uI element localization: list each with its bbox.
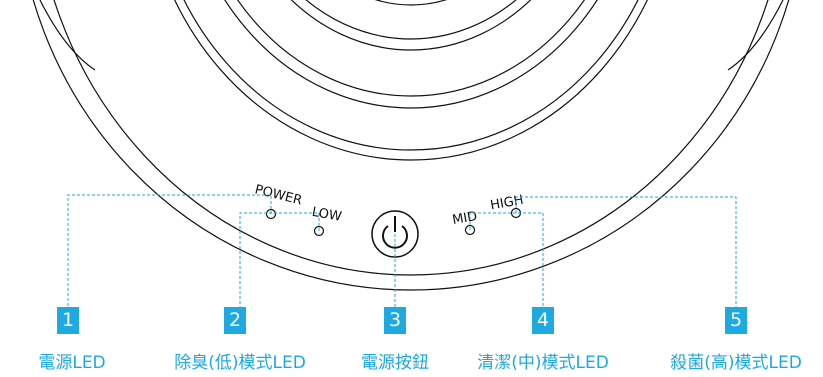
mid-label: MID xyxy=(451,209,478,228)
callout-number-1: 1 xyxy=(57,307,79,334)
dome-ring-1 xyxy=(174,0,648,161)
low-label: LOW xyxy=(311,205,343,225)
body-left-edge xyxy=(39,0,96,71)
dome-ring-3 xyxy=(224,0,598,109)
caption-low-mode-led: 除臭(低)模式LED xyxy=(174,353,306,373)
high-label: HIGH xyxy=(489,193,525,214)
leader-line-4 xyxy=(469,212,544,307)
dome-ring-7 xyxy=(374,0,448,6)
device-outer-rim xyxy=(32,0,790,291)
dome-ring-5 xyxy=(290,0,532,51)
callout-number-2: 2 xyxy=(224,307,246,334)
callout-number-5: 5 xyxy=(725,307,747,334)
caption-mid-mode-led: 清潔(中)模式LED xyxy=(477,353,609,373)
caption-high-mode-led: 殺菌(高)模式LED xyxy=(670,353,802,373)
leader-line-5 xyxy=(515,196,737,307)
body-right-edge xyxy=(727,0,784,71)
dome-ring-6 xyxy=(305,0,517,40)
caption-power-led: 電源LED xyxy=(38,353,106,373)
power-icon xyxy=(382,216,408,249)
leader-line-2 xyxy=(239,212,320,307)
dome-ring-2 xyxy=(183,0,639,151)
caption-power-button: 電源按鈕 xyxy=(361,353,429,373)
device-outer-rim-inner xyxy=(53,0,769,276)
callout-number-4: 4 xyxy=(532,307,554,334)
leader-line-1 xyxy=(67,194,272,307)
power-label: POWER xyxy=(253,182,303,208)
dome-ring-4 xyxy=(237,0,585,97)
callout-number-3: 3 xyxy=(384,307,406,334)
